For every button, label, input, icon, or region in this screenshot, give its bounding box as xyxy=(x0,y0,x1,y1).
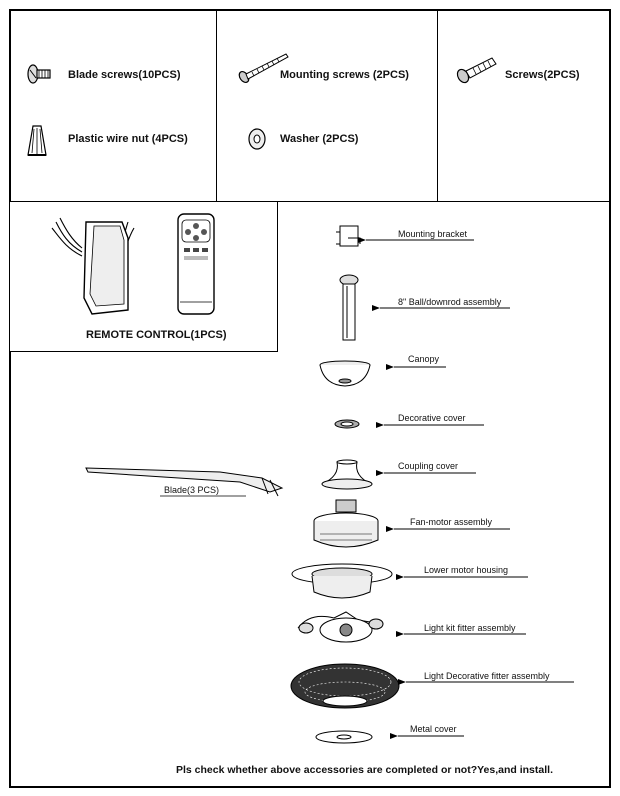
canopy-label: Canopy xyxy=(408,354,439,364)
downrod-shape xyxy=(340,275,358,340)
metal-cover-shape xyxy=(316,731,372,743)
fan-motor-shape xyxy=(314,500,378,547)
light-decorative-label: Light Decorative fitter assembly xyxy=(424,671,550,681)
footer-note: Pls check whether above accessories are … xyxy=(176,764,553,776)
canopy-shape xyxy=(320,361,370,386)
light-kit-label: Light kit fitter assembly xyxy=(424,623,516,633)
light-decorative-shape xyxy=(291,664,399,708)
decorative-cover-shape xyxy=(335,420,359,428)
blade-label: Blade(3 PCS) xyxy=(164,485,219,495)
lower-housing-shape xyxy=(292,564,392,598)
mounting-bracket-label: Mounting bracket xyxy=(398,229,467,239)
downrod-label: 8" Ball/downrod assembly xyxy=(398,297,501,307)
metal-cover-label: Metal cover xyxy=(410,724,457,734)
coupling-cover-shape xyxy=(322,460,372,489)
decorative-cover-label: Decorative cover xyxy=(398,413,466,423)
coupling-cover-label: Coupling cover xyxy=(398,461,458,471)
light-kit-shape xyxy=(298,612,383,642)
lower-housing-label: Lower motor housing xyxy=(424,565,508,575)
fan-motor-label: Fan-motor assembly xyxy=(410,517,492,527)
mounting-bracket-shape xyxy=(336,226,360,246)
